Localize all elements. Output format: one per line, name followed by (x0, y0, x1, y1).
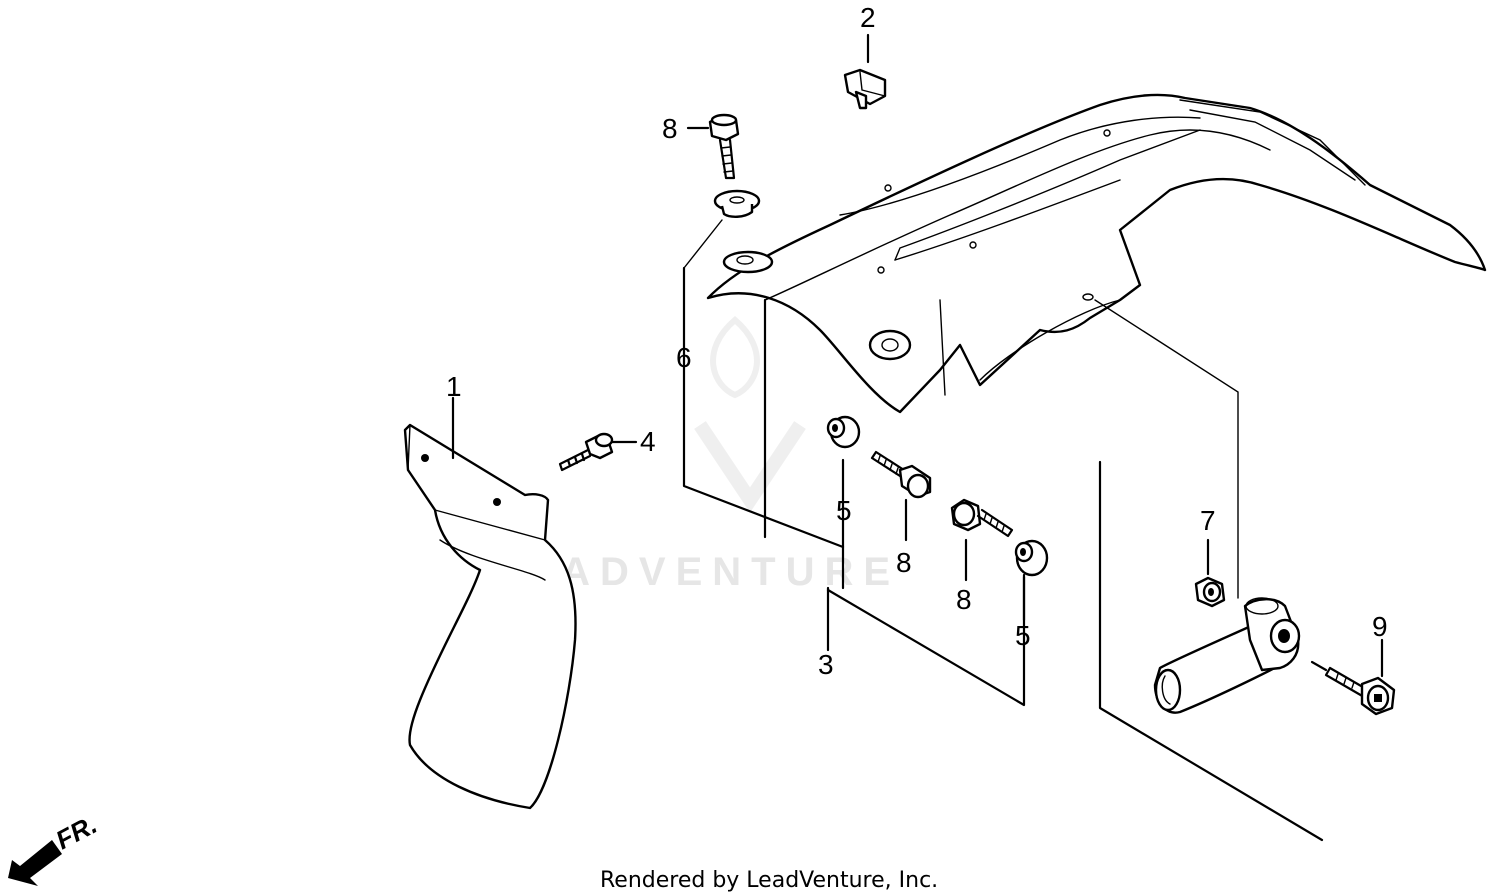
collar-5-right[interactable] (1014, 539, 1049, 577)
bolt-4[interactable] (558, 432, 614, 472)
callout-9: 9 (1372, 611, 1388, 642)
callout-7: 7 (1200, 505, 1216, 536)
mud-flap[interactable] (403, 423, 577, 810)
leader-line-9-to-stay (1310, 660, 1328, 672)
callout-3: 3 (818, 649, 834, 680)
front-direction-marker: FR. (8, 809, 102, 886)
bracket-line-6 (682, 266, 845, 549)
bolt-9[interactable] (1324, 666, 1396, 716)
callout-5-left: 5 (836, 495, 852, 526)
leader-line-stay (1094, 299, 1239, 599)
bolt-8-middle[interactable] (870, 450, 932, 499)
bracket-line-3 (826, 575, 1026, 707)
collar-5-left[interactable] (826, 415, 861, 449)
callout-8-right: 8 (956, 584, 972, 615)
front-label: FR. (51, 809, 102, 855)
callout-5-right: 5 (1015, 620, 1031, 651)
render-credit: Rendered by LeadVenture, Inc. (600, 868, 938, 893)
watermark-logo (694, 316, 806, 513)
callout-8-top: 8 (662, 113, 678, 144)
callout-6: 6 (676, 342, 692, 373)
front-arrow-icon (8, 840, 62, 886)
callout-1: 1 (446, 371, 462, 402)
callout-4: 4 (640, 426, 656, 457)
callout-2: 2 (860, 2, 876, 33)
bracket-line-stay (1098, 460, 1324, 842)
nut-7[interactable] (1194, 576, 1226, 608)
clip-2[interactable] (843, 68, 887, 110)
bolt-8-right[interactable] (950, 498, 1014, 538)
rear-fender[interactable] (706, 93, 1487, 414)
bolt-8-top[interactable] (708, 113, 740, 180)
callout-8-middle: 8 (896, 547, 912, 578)
fender-stay[interactable] (1153, 597, 1301, 714)
leader-line-6 (683, 219, 723, 269)
grommet-6[interactable] (713, 189, 761, 218)
